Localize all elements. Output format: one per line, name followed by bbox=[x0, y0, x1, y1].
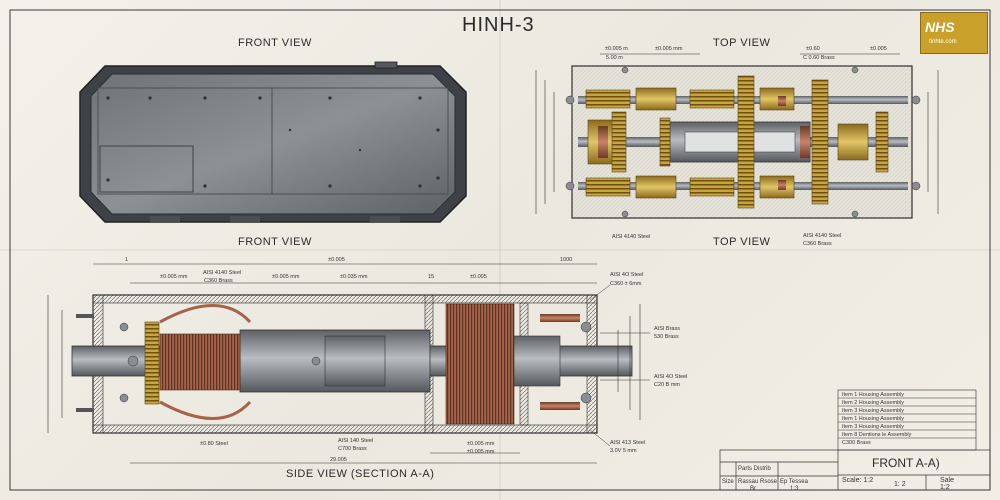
side-dim-5: AISI 4140 Steel bbox=[203, 270, 242, 276]
side-dim-3: 1000 bbox=[560, 257, 573, 263]
side-dim-2: ±0.005 bbox=[328, 257, 345, 263]
top-note-4: ±0.005 bbox=[870, 46, 887, 52]
side-dim-1: 1 bbox=[125, 257, 129, 263]
side-note-12: AISI 4O Steel bbox=[654, 374, 688, 380]
side-note-12b: C20 B mm bbox=[654, 382, 680, 388]
side-dim-17: 29.005 bbox=[330, 457, 347, 463]
top-note-6: AISI 4140 Steel bbox=[803, 233, 842, 239]
side-note-11b: 530 Brass bbox=[654, 334, 679, 340]
tb-scale-label: Scale: 1:2 bbox=[842, 477, 874, 484]
sheet-border bbox=[9, 9, 991, 491]
side-view-section bbox=[47, 263, 650, 464]
top-note-1: ±0.005 m bbox=[605, 46, 628, 52]
paper-fold-horizontal bbox=[0, 249, 1000, 251]
tb-v2: Br bbox=[750, 486, 756, 492]
top-note-3b: C 0.60 Brass bbox=[803, 55, 835, 61]
side-note-14b: C700 Brass bbox=[338, 446, 367, 452]
top-note-6b: C360 Brass bbox=[803, 241, 832, 247]
tb-scale-value: 1: 2 bbox=[894, 481, 906, 488]
tb-v3: 1:3 bbox=[790, 486, 799, 492]
parts-row-7: C300 Brass bbox=[842, 440, 871, 446]
side-dim-15: ±0.005 mm bbox=[467, 441, 495, 447]
tb-col1: Size bbox=[722, 479, 734, 485]
tb-sale-label: Sale bbox=[940, 477, 955, 484]
title-block bbox=[719, 449, 991, 491]
front-view-housing bbox=[79, 61, 467, 223]
parts-row-4: Item 1 Housing Assembly bbox=[842, 416, 905, 422]
parts-row-3: Item 3 Housing Assembly bbox=[842, 408, 905, 414]
front-view-label-top: FRONT VIEW bbox=[238, 37, 312, 49]
parts-row-5: Item 3 Housing Assembly bbox=[842, 424, 905, 430]
side-dim-7: ±0.035 mm bbox=[340, 274, 368, 280]
side-note-16b: 3.0V 5 mm bbox=[610, 448, 637, 454]
top-note-5: AISI 4140 Steel bbox=[612, 234, 651, 240]
side-note-13: ±0.80 Steel bbox=[200, 441, 228, 447]
top-note-2: ±0.005 mm bbox=[655, 46, 683, 52]
side-dim-8: 15 bbox=[428, 274, 435, 280]
side-note-10: AISI 4O Steel bbox=[610, 272, 644, 278]
drawing-title: HINH-3 bbox=[462, 14, 535, 36]
side-dim-4: ±0.005 mm bbox=[160, 274, 188, 280]
tb-sale-value: 1:2 bbox=[940, 484, 950, 491]
watermark-logo: NHS tinhte.com bbox=[920, 12, 988, 54]
parts-row-6: Item 8 Dentions le Assembly bbox=[842, 432, 912, 438]
tb-parts-label: Parts Distrib bbox=[738, 466, 771, 472]
side-dim-15b: ±0.005 mm bbox=[467, 449, 495, 455]
top-view-label-bottom: TOP VIEW bbox=[713, 236, 771, 248]
top-note-1b: 5.00 m bbox=[606, 55, 623, 61]
tb-col2: Rassau Rsose bbox=[738, 479, 778, 485]
tb-col3: Ep Tessea bbox=[780, 479, 808, 485]
tb-drawing-title: FRONT A-A) bbox=[872, 456, 940, 470]
side-dim-9: ±0.005 bbox=[470, 274, 487, 280]
top-note-3: ±0.60 bbox=[806, 46, 820, 52]
side-note-10b: C360 ± 6mm bbox=[610, 281, 642, 287]
top-view-gearbox bbox=[535, 53, 939, 219]
parts-row-2: Item 2 Housing Assembly bbox=[842, 400, 905, 406]
side-note-14: AISI 140 Steel bbox=[338, 438, 374, 444]
logo-subtext: tinhte.com bbox=[929, 39, 957, 45]
top-view-label-top: TOP VIEW bbox=[713, 37, 771, 49]
front-view-label-bottom: FRONT VIEW bbox=[238, 236, 312, 248]
paper-fold-vertical bbox=[499, 0, 501, 500]
parts-row-1: Item 1 Housing Assembly bbox=[842, 392, 905, 398]
side-dim-6: ±0.005 mm bbox=[272, 274, 300, 280]
side-note-11: AISI Brass bbox=[654, 326, 680, 332]
side-view-label: SIDE VIEW (SECTION A-A) bbox=[286, 468, 435, 480]
logo-text: NHS bbox=[925, 19, 955, 35]
side-dim-5b: C360 Brass bbox=[204, 278, 233, 284]
side-note-16: AISI 413 Steel bbox=[610, 440, 646, 446]
